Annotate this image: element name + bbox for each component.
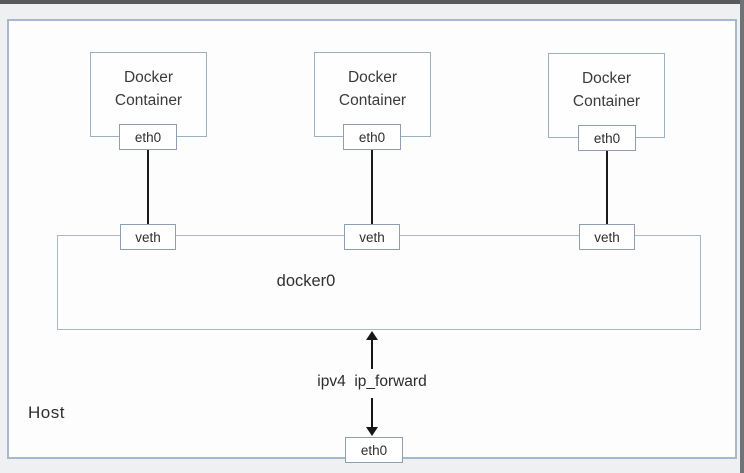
container-title-line2: Container bbox=[572, 93, 641, 111]
container-eth0-box-2: eth0 bbox=[343, 124, 401, 150]
eth0-veth-connector-3 bbox=[606, 151, 608, 227]
docker-container-box-1: Docker Container bbox=[90, 52, 207, 137]
ip-forward-label: ipv4 ip_forward bbox=[317, 373, 427, 390]
ip-forward-arrow-down bbox=[371, 398, 373, 429]
container-title-line1: Docker bbox=[123, 69, 174, 86]
container-eth0-box-1: eth0 bbox=[119, 124, 177, 150]
docker-container-box-2: Docker Container bbox=[314, 52, 431, 137]
container-eth0-box-3: eth0 bbox=[578, 125, 636, 151]
eth0-veth-connector-2 bbox=[371, 150, 373, 226]
right-edge-bar bbox=[740, 0, 744, 473]
docker0-label: docker0 bbox=[276, 272, 336, 290]
veth-box-3: veth bbox=[579, 224, 635, 250]
host-eth0-box: eth0 bbox=[345, 437, 403, 463]
arrow-down-icon bbox=[366, 427, 378, 436]
container-title-line1: Docker bbox=[581, 70, 632, 87]
ip-forward-arrow-up bbox=[371, 339, 373, 369]
docker-container-box-3: Docker Container bbox=[548, 53, 665, 138]
arrow-up-icon bbox=[366, 331, 378, 340]
eth0-veth-connector-1 bbox=[147, 150, 149, 226]
veth-box-2: veth bbox=[344, 224, 400, 250]
veth-box-1: veth bbox=[120, 224, 176, 250]
host-label: Host bbox=[28, 403, 65, 422]
container-title-line1: Docker bbox=[347, 69, 398, 86]
container-title-line2: Container bbox=[338, 92, 407, 110]
top-edge-bar bbox=[0, 0, 744, 4]
container-title-line2: Container bbox=[114, 92, 183, 110]
